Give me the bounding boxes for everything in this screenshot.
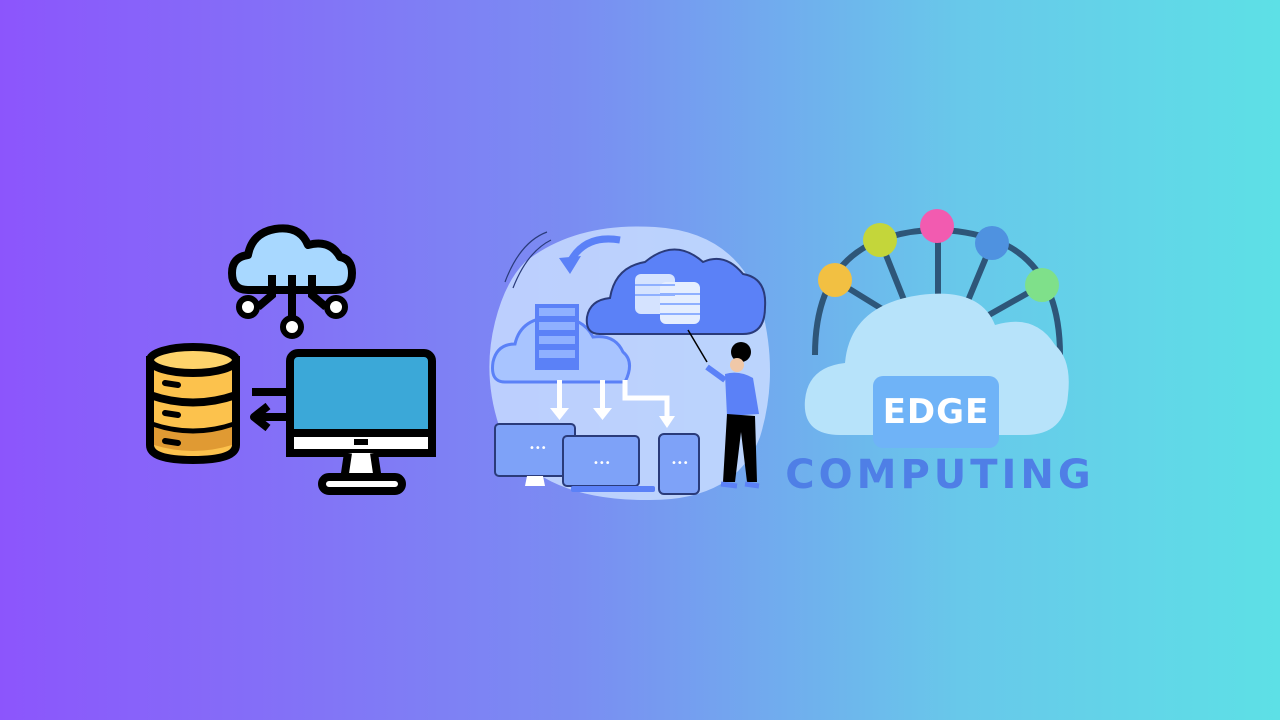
edge-computing-graphic xyxy=(804,209,1069,435)
cloud-storage-icon xyxy=(585,248,767,335)
svg-text:•••: ••• xyxy=(671,458,689,469)
svg-text:•••: ••• xyxy=(529,443,547,454)
database-icon xyxy=(146,343,240,465)
server-rack-icon xyxy=(535,304,579,370)
network-nodes-icon xyxy=(812,209,1063,356)
download-arrows-icon xyxy=(550,380,675,428)
edge-label: EDGE xyxy=(873,376,999,448)
monitor-icon xyxy=(286,349,436,495)
person-icon xyxy=(687,329,760,489)
laptop-icon: ••• xyxy=(562,435,655,492)
svg-text:•••: ••• xyxy=(593,458,611,469)
tablet-icon: ••• xyxy=(658,433,700,495)
cloud-sync-illustration: ••• ••• ••• xyxy=(489,226,770,501)
cloud-icon xyxy=(804,293,1069,435)
cloud-network-icon xyxy=(228,224,356,339)
computing-label: COMPUTING xyxy=(785,452,1095,498)
monitor-device-icon: ••• xyxy=(494,423,576,486)
data-exchange-illustration xyxy=(146,224,436,495)
